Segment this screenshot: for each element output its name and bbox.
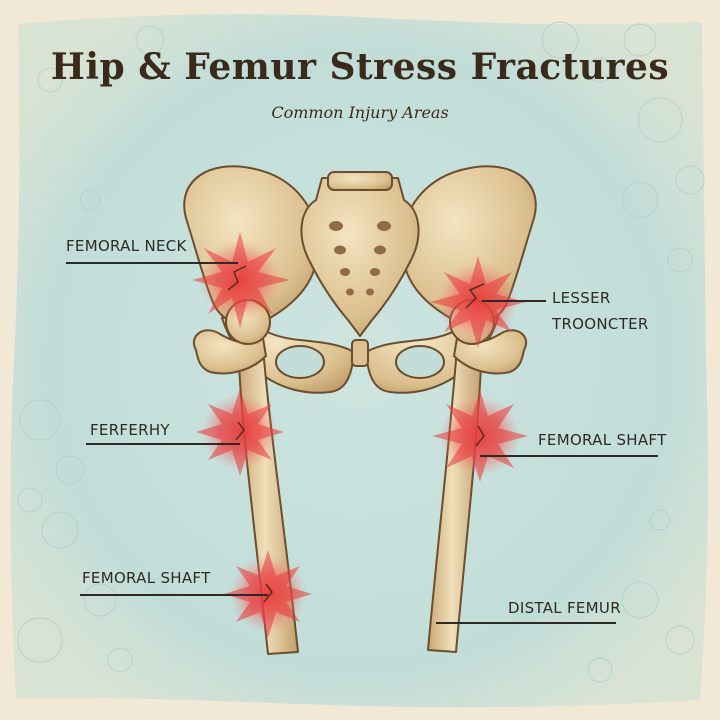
leader-femoral-neck: [66, 262, 238, 264]
label-lesser-trochanter-2: TROONCTER: [552, 315, 649, 333]
label-left-mid: FERFERHY: [90, 421, 170, 439]
leader-right-shaft: [480, 455, 658, 457]
label-lesser-trochanter-1: LESSER: [552, 289, 611, 307]
injury-left-mid: [196, 388, 284, 476]
page-subtitle: Common Injury Areas: [271, 103, 449, 122]
injury-highlights: [192, 232, 528, 638]
leader-left-shaft: [80, 594, 268, 596]
leader-left-mid: [86, 443, 240, 445]
left-obturator: [275, 345, 325, 379]
leader-lesser-trochanter: [482, 300, 546, 302]
right-obturator: [395, 345, 445, 379]
label-distal-femur: DISTAL FEMUR: [508, 599, 621, 617]
pubic-symphysis: [351, 339, 369, 367]
label-left-shaft: FEMORAL SHAFT: [82, 569, 211, 587]
injury-femoral-neck: [192, 232, 290, 328]
leader-distal-femur: [436, 622, 616, 624]
fracture-cracks: [227, 265, 485, 603]
injury-lesser-trochanter: [430, 256, 526, 348]
sacral-promontory: [327, 171, 393, 191]
page-title: Hip & Femur Stress Fractures: [50, 46, 670, 88]
label-right-shaft: FEMORAL SHAFT: [538, 431, 667, 449]
injury-left-shaft: [224, 550, 312, 638]
cell-texture: [17, 21, 705, 683]
label-femoral-neck: FEMORAL NECK: [66, 237, 187, 255]
sacrum: [300, 177, 420, 337]
